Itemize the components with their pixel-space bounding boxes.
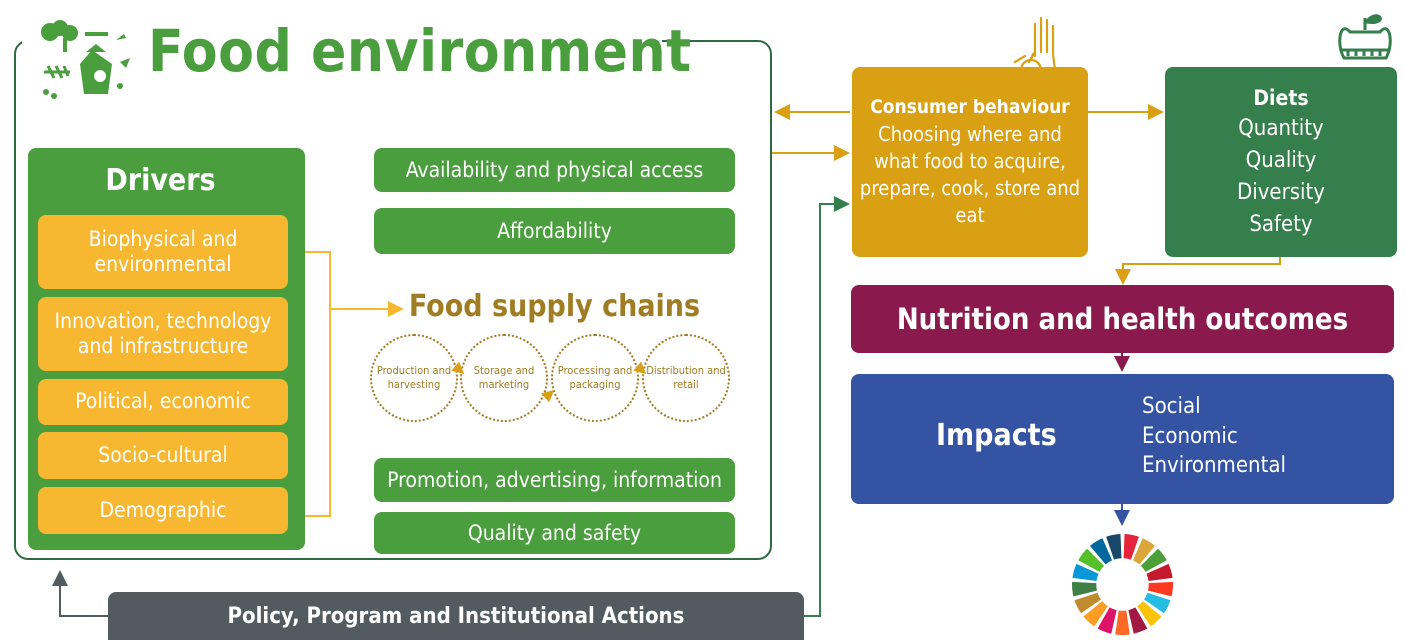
diet-safety: Safety xyxy=(1249,212,1313,238)
diet-quantity: Quantity xyxy=(1238,116,1324,142)
impacts-title: Impacts xyxy=(936,418,1057,453)
impacts-list: Social Economic Environmental xyxy=(1142,392,1286,481)
policy-box: Policy, Program and Institutional Action… xyxy=(108,592,804,640)
driver-innovation: Innovation, technology and infrastructur… xyxy=(38,297,288,371)
sdg-segment xyxy=(1083,601,1108,627)
impact-economic: Economic xyxy=(1142,423,1238,449)
sdg-segment xyxy=(1140,548,1167,572)
stage-processing: Processing and packaging xyxy=(551,334,639,422)
sdg-segment xyxy=(1128,607,1148,634)
sdg-segment xyxy=(1072,563,1099,582)
driver-demographic: Demographic xyxy=(38,487,288,534)
diet-quality: Quality xyxy=(1245,148,1317,174)
item-quality-safety: Quality and safety xyxy=(374,512,735,554)
sdg-segment xyxy=(1097,607,1117,634)
stage-production: Production and harvesting xyxy=(370,334,458,422)
sdg-wheel-group xyxy=(1072,534,1173,635)
item-affordability: Affordability xyxy=(374,208,735,254)
sdg-segment xyxy=(1078,548,1105,572)
item-availability: Availability and physical access xyxy=(374,148,735,192)
driver-biophysical: Biophysical and environmental xyxy=(38,215,288,289)
sdg-wheel-icon xyxy=(1072,534,1173,635)
impacts-box xyxy=(851,374,1394,504)
sdg-segment xyxy=(1132,538,1155,565)
item-promotion: Promotion, advertising, information xyxy=(374,458,735,502)
drivers-title: Drivers xyxy=(105,162,216,198)
hand-apple-icon xyxy=(1013,16,1057,82)
nutrition-health-box: Nutrition and health outcomes xyxy=(851,285,1394,353)
consumer-behaviour-title: Consumer behaviour xyxy=(870,96,1070,119)
sdg-segment xyxy=(1115,610,1130,635)
driver-political: Political, economic xyxy=(38,379,288,425)
food-environment-logo-icon xyxy=(41,20,130,99)
consumer-behaviour-text: Choosing where and what food to acquire,… xyxy=(859,121,1081,227)
sdg-segment xyxy=(1074,592,1101,614)
sdg-segment xyxy=(1146,563,1173,582)
sdg-segment xyxy=(1090,538,1113,565)
stage-storage: Storage and marketing xyxy=(460,334,548,422)
title-mask xyxy=(22,8,662,78)
impact-environmental: Environmental xyxy=(1142,453,1286,479)
impact-social: Social xyxy=(1142,394,1201,419)
sdg-segment xyxy=(1123,534,1139,560)
diet-diversity: Diversity xyxy=(1236,180,1326,206)
sdg-segment xyxy=(1148,581,1173,597)
sdg-segment xyxy=(1137,601,1162,627)
food-supply-chains-title: Food supply chains xyxy=(408,288,701,324)
consumer-behaviour-box: Consumer behaviour Choosing where and wh… xyxy=(852,67,1088,257)
sdg-segment xyxy=(1072,581,1097,597)
sdg-segment xyxy=(1106,534,1122,560)
stage-distribution: Distribution and retail xyxy=(642,334,730,422)
diets-box: Diets Quantity Quality Diversity Safety xyxy=(1165,67,1397,257)
apple-ruler-icon xyxy=(1338,14,1392,60)
driver-socio-cultural: Socio-cultural xyxy=(38,432,288,479)
page-title: Food environment xyxy=(148,17,692,85)
sdg-segment xyxy=(1144,592,1171,614)
diets-title: Diets xyxy=(1253,86,1309,110)
